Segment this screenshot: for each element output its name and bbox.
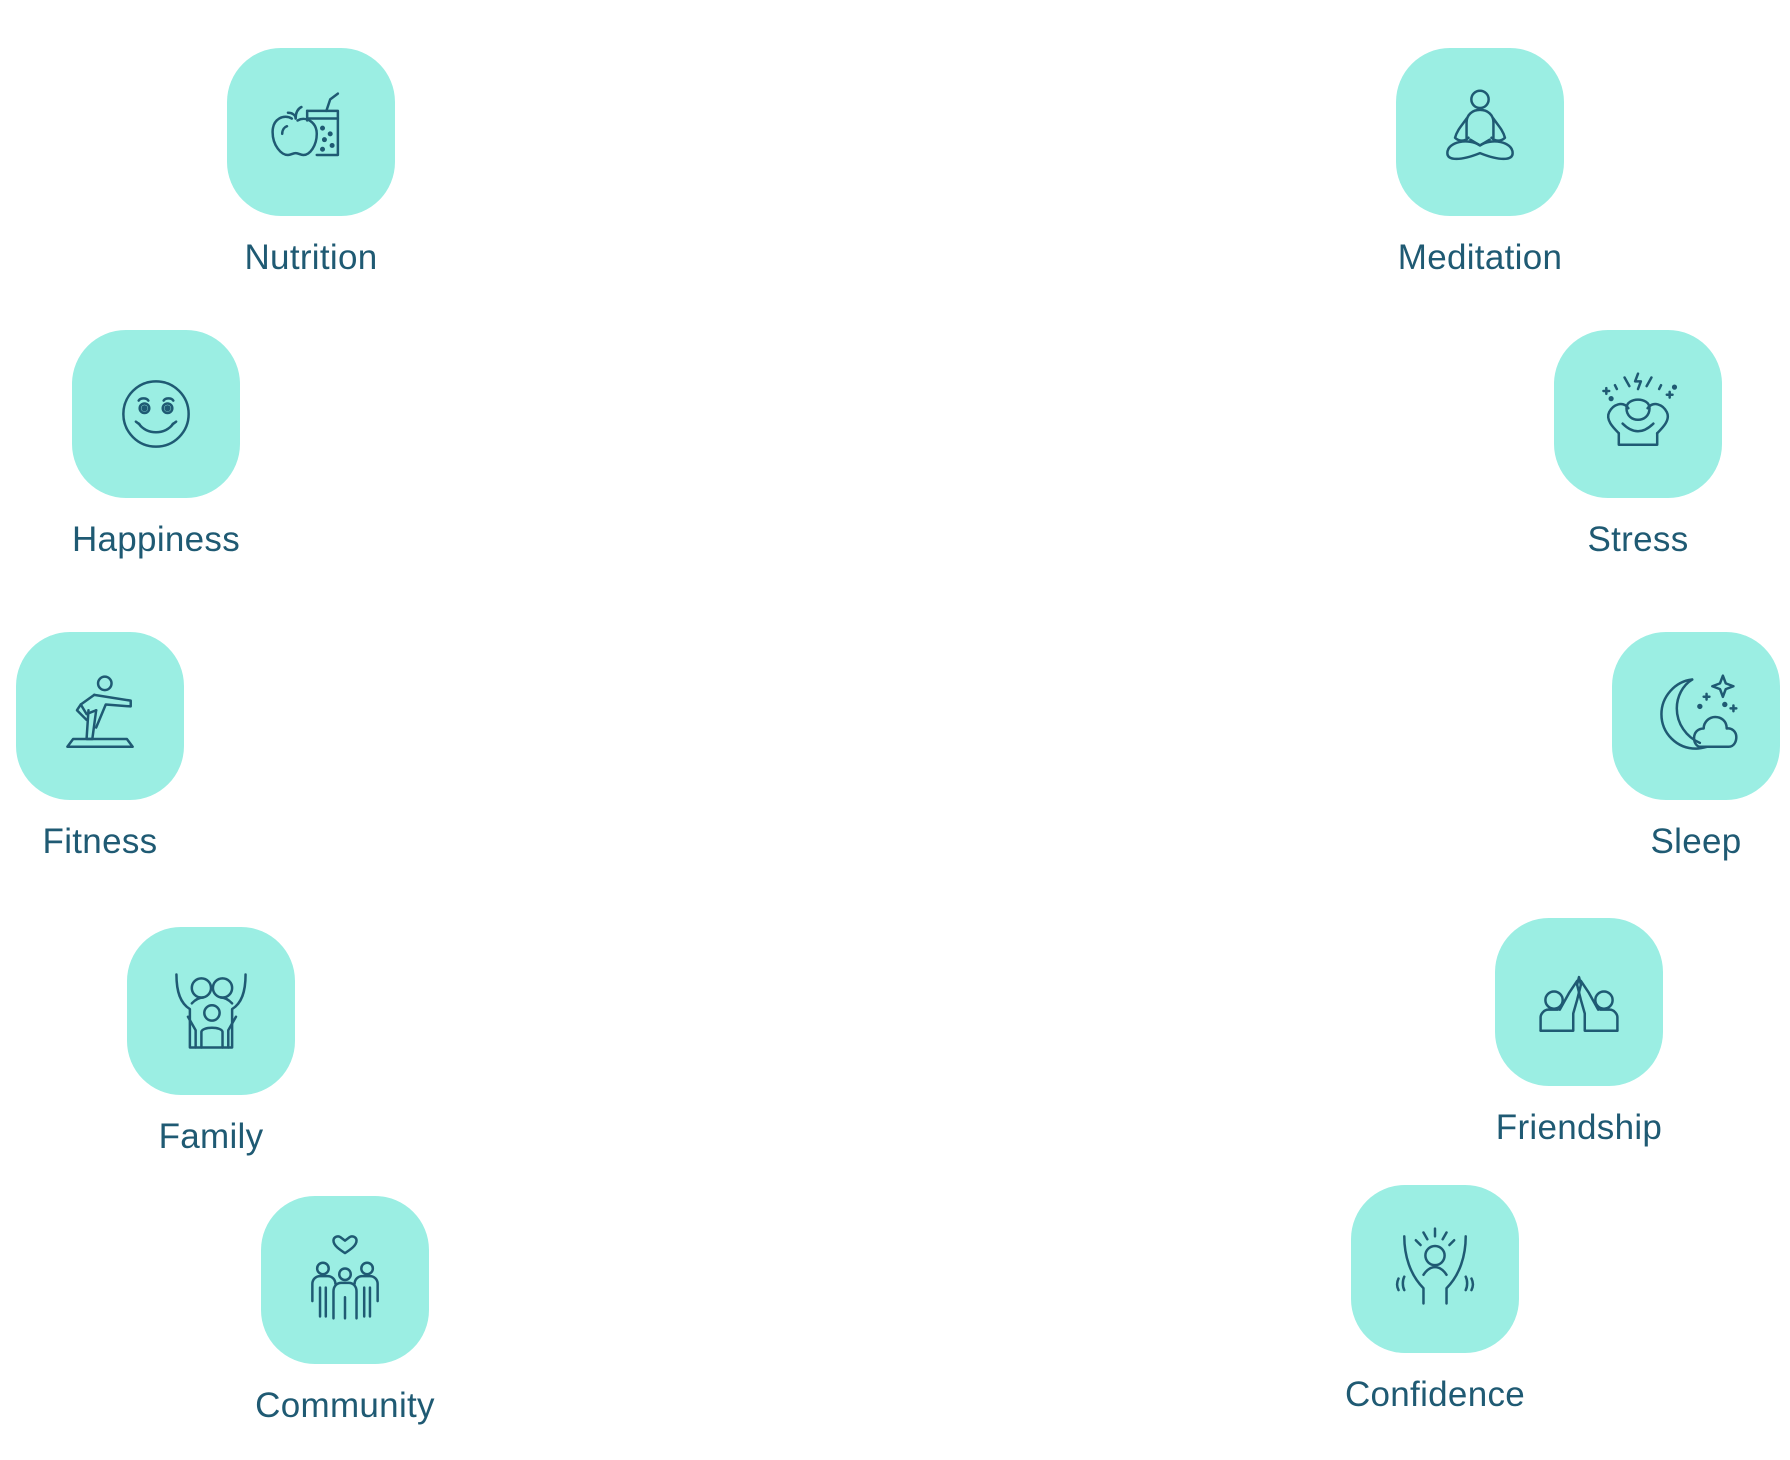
category-meditation[interactable]: Meditation — [1380, 48, 1580, 278]
friendship-label: Friendship — [1495, 1108, 1663, 1147]
category-family[interactable]: Family — [111, 927, 311, 1157]
category-confidence[interactable]: Confidence — [1335, 1185, 1535, 1415]
meditation-label: Meditation — [1397, 238, 1563, 277]
yoga-pose-icon — [66, 675, 134, 748]
meditation-tile[interactable] — [1396, 48, 1564, 216]
category-community[interactable]: Community — [245, 1196, 445, 1426]
nutrition-tile[interactable] — [227, 48, 395, 216]
family-tile[interactable] — [127, 927, 295, 1095]
smiley-face-icon — [122, 380, 190, 448]
raised-arms-icon — [1395, 1227, 1475, 1305]
sleep-label: Sleep — [1650, 822, 1742, 861]
family-label: Family — [158, 1117, 264, 1156]
confidence-label: Confidence — [1344, 1375, 1526, 1414]
category-sleep[interactable]: Sleep — [1596, 632, 1790, 862]
fitness-tile[interactable] — [16, 632, 184, 800]
stress-label: Stress — [1587, 520, 1689, 559]
category-friendship[interactable]: Friendship — [1479, 918, 1679, 1148]
family-icon — [175, 973, 247, 1049]
nutrition-label: Nutrition — [244, 238, 378, 277]
community-label: Community — [255, 1386, 435, 1425]
stressed-person-icon — [1602, 372, 1678, 446]
stress-tile[interactable] — [1554, 330, 1722, 498]
apple-smoothie-icon — [271, 92, 340, 157]
category-nutrition[interactable]: Nutrition — [211, 48, 411, 278]
sleep-tile[interactable] — [1612, 632, 1780, 800]
community-heart-icon — [311, 1235, 379, 1320]
meditation-icon — [1446, 89, 1514, 161]
happiness-tile[interactable] — [72, 330, 240, 498]
friendship-tile[interactable] — [1495, 918, 1663, 1086]
confidence-tile[interactable] — [1351, 1185, 1519, 1353]
category-happiness[interactable]: Happiness — [56, 330, 256, 560]
high-five-icon — [1539, 975, 1619, 1033]
fitness-label: Fitness — [42, 822, 158, 861]
moon-cloud-stars-icon — [1660, 674, 1738, 750]
category-stress[interactable]: Stress — [1538, 330, 1738, 560]
category-fitness[interactable]: Fitness — [0, 632, 200, 862]
happiness-label: Happiness — [71, 520, 241, 559]
community-tile[interactable] — [261, 1196, 429, 1364]
